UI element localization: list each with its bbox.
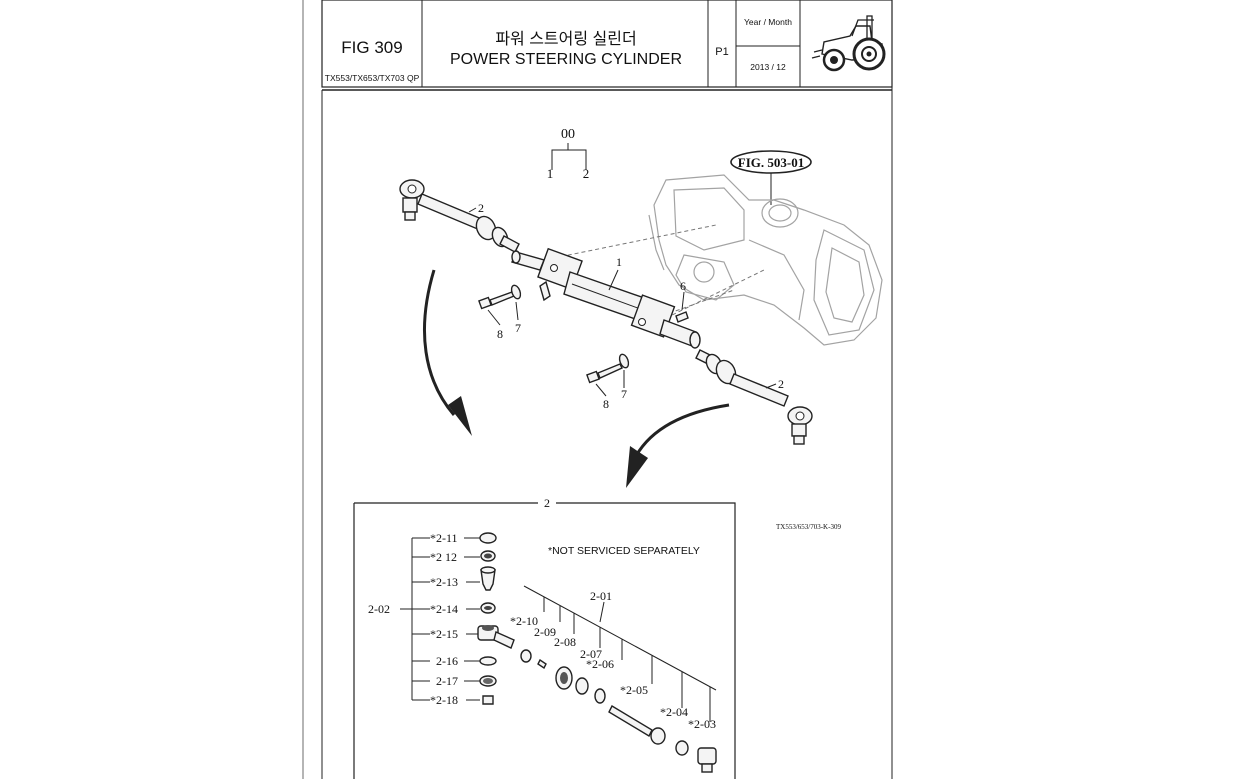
steering-cylinder: 1 (511, 247, 701, 349)
group-2-02: 2-02 (368, 537, 430, 701)
assembly-callout: 00 1 2 (547, 127, 590, 181)
part-2-09: 2-09 (534, 625, 556, 639)
callout-2-right: 2 (778, 377, 784, 391)
inner-rod-parts (520, 649, 717, 773)
right-part-labels: *2-10 2-09 2-08 2-07 *2-06 *2-05 *2-04 *… (510, 614, 716, 731)
part-2-15: *2-15 (430, 627, 458, 641)
callout-7-b: 7 (621, 387, 627, 401)
callout-00-2: 2 (583, 166, 590, 181)
pin-6: 6 (675, 279, 689, 323)
parts-diagram: FIG 309 TX553/TX653/TX703 QP 파워 스트어링 실린더… (321, 0, 893, 779)
callout-2-left: 2 (478, 201, 484, 215)
header-block: FIG 309 TX553/TX653/TX703 QP 파워 스트어링 실린더… (321, 0, 893, 779)
parts-sheet: FIG 309 TX553/TX653/TX703 QP 파워 스트어링 실린더… (302, 0, 896, 779)
part-2-05: *2-05 (620, 683, 648, 697)
model-list: TX553/TX653/TX703 QP (325, 73, 420, 83)
part-2-08: 2-08 (554, 635, 576, 649)
group-2-02-label: 2-02 (368, 602, 390, 616)
callout-8-b: 8 (603, 397, 609, 411)
part-2-10: *2-10 (510, 614, 538, 628)
figure-number: FIG 309 (341, 38, 402, 57)
detail-box: 2 (353, 496, 736, 779)
part-2-14: *2-14 (430, 602, 458, 616)
drawing-code: TX553/653/703-K-309 (776, 523, 841, 531)
part-2-13: *2-13 (430, 575, 458, 589)
arrow-right-icon (626, 403, 730, 488)
tie-rod-right: 2 (695, 349, 813, 445)
part-2-11: *2-11 (430, 531, 458, 545)
figure-reference: FIG. 503-01 (730, 150, 812, 205)
callout-7-a: 7 (515, 321, 521, 335)
part-2-04: *2-04 (660, 705, 688, 719)
year-month-label: Year / Month (744, 17, 792, 27)
sub-assembly-label: 2-01 (590, 589, 612, 603)
axle-housing-outline (648, 174, 883, 346)
callout-00: 00 (561, 127, 575, 142)
part-2-12: *2 12 (430, 550, 457, 564)
sub-assembly-2-01: 2-01 (523, 585, 717, 722)
part-2-16: 2-16 (436, 654, 458, 668)
bolt-set-b: 8 7 (586, 353, 630, 411)
left-part-labels: *2-11 *2 12 *2-13 *2-14 *2-15 2-16 2-17 … (430, 531, 480, 707)
title-korean: 파워 스트어링 실린더 (495, 30, 636, 48)
part-2-18: *2-18 (430, 693, 458, 707)
callout-1-cylinder: 1 (616, 255, 622, 269)
figure-reference-label: FIG. 503-01 (738, 155, 804, 170)
part-2-03: *2-03 (688, 717, 716, 731)
title-english: POWER STEERING CYLINDER (450, 51, 682, 68)
part-2-06: *2-06 (586, 657, 614, 671)
tractor-icon (811, 15, 886, 72)
page-number: P1 (715, 46, 728, 58)
detail-box-callout: 2 (544, 496, 550, 510)
tie-rod-left: 2 (399, 179, 520, 253)
callout-8-a: 8 (497, 327, 503, 341)
bolt-set-a: 8 7 (478, 284, 522, 341)
part-2-17: 2-17 (436, 674, 458, 688)
ball-joint-stack (477, 532, 515, 705)
callout-6-pin: 6 (680, 279, 686, 293)
part-2-07: 2-07 (580, 647, 602, 661)
callout-00-1: 1 (547, 166, 554, 181)
year-month-value: 2013 / 12 (750, 62, 786, 72)
not-serviced-note: *NOT SERVICED SEPARATELY (548, 545, 700, 557)
arrow-left-icon (423, 269, 472, 436)
